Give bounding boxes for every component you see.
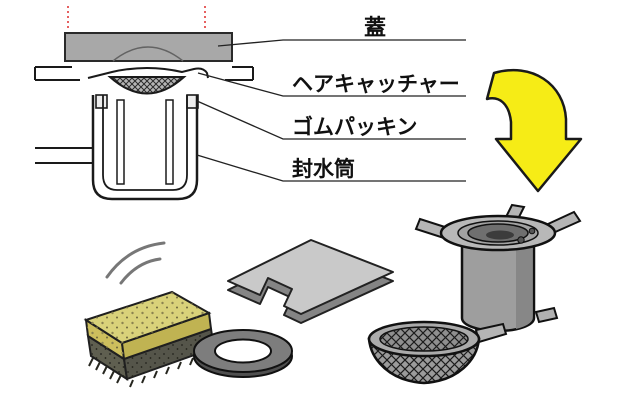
curved-down-arrow: [485, 68, 583, 193]
sponge: [83, 241, 216, 388]
leader-line-lid: [217, 39, 466, 47]
lid-dome-line: [112, 46, 184, 62]
hair-catcher-mesh: [107, 76, 187, 95]
rubber-ring: [193, 329, 293, 378]
callout-labels: 蓋 ヘアキャッチャー ゴムパッキン 封水筒: [196, 15, 466, 182]
flange-hole-2: [528, 227, 536, 235]
label-lid: 蓋: [364, 15, 386, 40]
ring-hole: [214, 338, 272, 364]
drain-cross-section: [34, 6, 254, 201]
label-seal-cylinder: 封水筒: [292, 157, 355, 181]
rubber-packing-left: [95, 94, 108, 109]
leader-line-hair-catcher: [197, 72, 466, 97]
leader-line-rubber-packing: [196, 100, 466, 140]
sponge-speckles: [86, 292, 209, 359]
sponge-scrubber-texture: [88, 329, 214, 379]
label-hair-catcher: ヘアキャッチャー: [292, 73, 460, 96]
lid-plate: [227, 239, 394, 324]
hair-catcher-basket: [367, 320, 508, 385]
inner-pipe-right: [165, 99, 174, 185]
cylinder-drain-hole: [486, 230, 514, 240]
seal-cylinder-part: [414, 203, 582, 333]
basket-inner-mesh: [380, 327, 468, 351]
inner-pipe-left: [116, 99, 125, 185]
lid-cross-section: [64, 32, 233, 62]
cylinder-shading: [516, 242, 533, 329]
floor-lines-left: [34, 66, 80, 81]
leader-line-seal-cylinder: [196, 154, 466, 182]
seal-cylinder-outer-wall: [91, 95, 199, 201]
flange-hole-1: [517, 236, 525, 244]
plate-top-face: [227, 239, 394, 315]
motion-lines: [105, 241, 166, 285]
floor-lines-right: [225, 66, 254, 81]
hair-catcher-rim: [87, 67, 209, 79]
label-rubber-packing: ゴムパッキン: [292, 115, 417, 139]
inlet-pipe-lines: [35, 147, 93, 164]
sponge-bristles: [88, 352, 206, 388]
seal-cylinder-inner-wall: [102, 95, 188, 191]
cylinder-bottom-tab: [534, 306, 559, 324]
